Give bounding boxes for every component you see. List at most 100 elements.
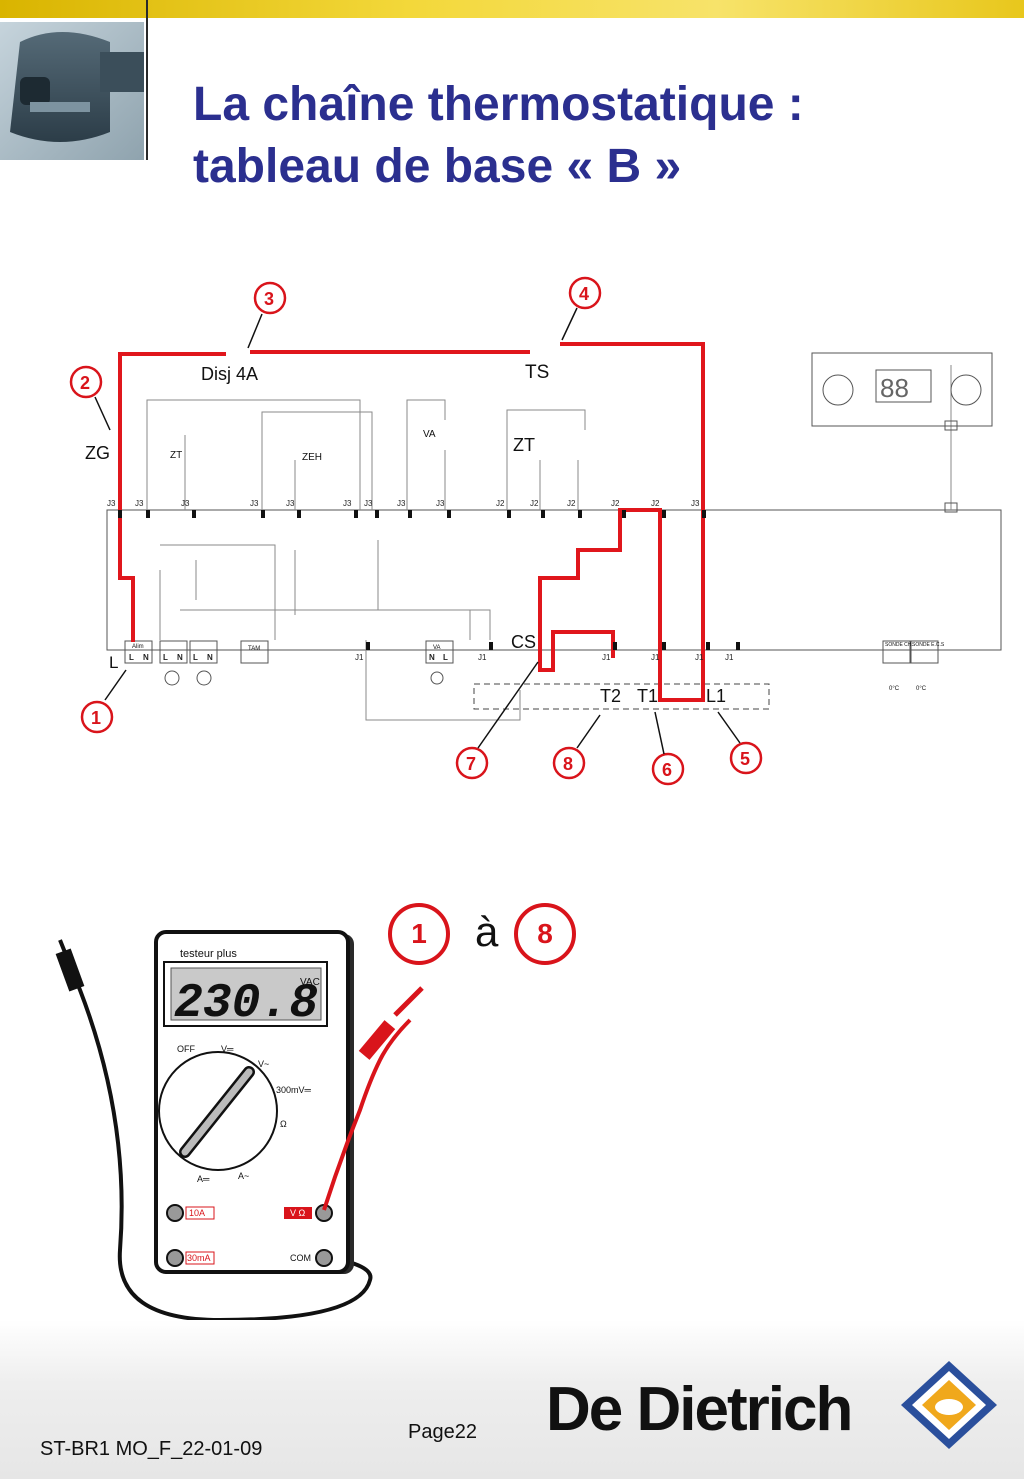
- label-va-connector: VA: [433, 645, 441, 651]
- connector-bottom-label: J1: [602, 653, 611, 662]
- callout-1: 1: [80, 669, 127, 734]
- footer-band: [0, 1320, 1024, 1479]
- label-alim: Alim: [132, 644, 144, 650]
- svg-text:COM: COM: [290, 1253, 311, 1263]
- label-disj: Disj 4A: [201, 364, 258, 384]
- socket-com[interactable]: [315, 1249, 333, 1267]
- svg-text:4: 4: [579, 284, 589, 304]
- label-l: L: [109, 653, 118, 672]
- connector-top-label: J3: [250, 499, 259, 508]
- connector-top-pin: [297, 510, 301, 518]
- connector-top-label: J3: [135, 499, 144, 508]
- connector-top-pin: [578, 510, 582, 518]
- label-tam: TAM: [248, 646, 260, 652]
- connector-top-label: J3: [364, 499, 373, 508]
- connector-top-label: J3: [107, 499, 116, 508]
- connector-bottom-pin: [489, 642, 493, 650]
- connector-bottom-label: J1: [355, 653, 364, 662]
- label-va: VA: [423, 429, 436, 440]
- connector-top-pin: [408, 510, 412, 518]
- callout-8: 8: [552, 714, 601, 780]
- connector-top-label: J3: [436, 499, 445, 508]
- label-zg: ZG: [85, 443, 110, 463]
- burner-product-image: [0, 22, 144, 160]
- display-digits: 88: [880, 373, 909, 403]
- svg-text:7: 7: [466, 754, 476, 774]
- page-title: La chaîne thermostatique : tableau de ba…: [193, 74, 1013, 198]
- connector-top-pin: [662, 510, 666, 518]
- label-ts: TS: [525, 362, 549, 383]
- svg-text:2: 2: [80, 373, 90, 393]
- callout-3: 3: [247, 281, 287, 349]
- terminal-label: L: [129, 653, 134, 662]
- de-dietrich-logo: De Dietrich: [546, 1361, 997, 1449]
- connector-top-label: J2: [496, 499, 505, 508]
- socket-30ma[interactable]: [166, 1249, 184, 1267]
- label-zt-right: ZT: [513, 435, 535, 455]
- terminal-label: N: [207, 653, 213, 662]
- connector-top-pin: [192, 510, 196, 518]
- range-word: à: [475, 908, 499, 955]
- svg-text:10A: 10A: [189, 1208, 205, 1218]
- terminal-label: N: [429, 653, 435, 662]
- connector-bottom-pin: [706, 642, 710, 650]
- wiring-diagram: Disj 4A TS ZG ZT ZT ZEH VA CS T2 T1 L1 L…: [69, 276, 1002, 786]
- connector-top-pin: [146, 510, 150, 518]
- socket-10a[interactable]: [166, 1204, 184, 1222]
- dial-v-dc: V═: [221, 1044, 234, 1054]
- connector-top-pin: [375, 510, 379, 518]
- connector-top-label: J2: [530, 499, 539, 508]
- dial-ohm: Ω: [280, 1119, 287, 1129]
- connector-top-label: J3: [181, 499, 190, 508]
- meter-reading: 230.8: [174, 977, 318, 1031]
- title-line-2: tableau de base « B »: [193, 140, 682, 193]
- meter-unit: VAC: [300, 977, 320, 988]
- svg-text:1: 1: [91, 708, 101, 728]
- label-t1: T1: [637, 686, 658, 706]
- svg-text:30mA: 30mA: [187, 1253, 211, 1263]
- connector-top-pin: [118, 510, 122, 518]
- connector-bottom-pin: [613, 642, 617, 650]
- meter-brand: testeur plus: [180, 948, 237, 960]
- header-divider: [146, 0, 148, 160]
- callout-5: 5: [717, 711, 763, 775]
- title-line-1: La chaîne thermostatique :: [193, 78, 804, 131]
- connector-bottom-label: J1: [725, 653, 734, 662]
- display-module: [811, 352, 993, 427]
- page-number: Page22: [408, 1421, 477, 1443]
- label-zt-left: ZT: [170, 450, 182, 461]
- callout-4: 4: [561, 276, 602, 341]
- svg-text:V Ω: V Ω: [290, 1208, 306, 1218]
- connector-top-label: J2: [651, 499, 660, 508]
- connector-top-pin: [541, 510, 545, 518]
- connector-bottom-pin: [662, 642, 666, 650]
- connector-top-label: J2: [567, 499, 576, 508]
- connector-bottom-pin: [366, 642, 370, 650]
- connector-top-pin: [622, 510, 626, 518]
- label-sonde-ecs: SONDE E.C.S: [912, 642, 945, 648]
- callout-6: 6: [651, 711, 685, 786]
- dial-a-dc: A═: [197, 1174, 210, 1184]
- connector-top-pin: [261, 510, 265, 518]
- range-start-badge: 1: [388, 903, 450, 965]
- connector-top-label: J2: [611, 499, 620, 508]
- document-reference: ST-BR1 MO_F_22-01-09: [40, 1438, 263, 1460]
- multimeter: testeur plus 230.8 VAC OFF V═ V~ 300mV═ …: [55, 930, 424, 1323]
- label-sonde-ch: SONDE CH.: [885, 642, 913, 648]
- terminal-label: L: [193, 653, 198, 662]
- terminal-label: L: [443, 653, 448, 662]
- label-zero-c-1: 0°C: [889, 686, 900, 692]
- dial-v-ac: V~: [258, 1059, 269, 1069]
- svg-text:6: 6: [662, 760, 672, 780]
- connector-bottom-label: J1: [695, 653, 704, 662]
- label-zeh: ZEH: [302, 452, 322, 463]
- svg-text:8: 8: [563, 754, 573, 774]
- connector-top-label: J3: [343, 499, 352, 508]
- label-t2: T2: [600, 686, 621, 706]
- label-zero-c-2: 0°C: [916, 686, 927, 692]
- callout-7: 7: [455, 661, 539, 780]
- connector-bottom-pin: [736, 642, 740, 650]
- connector-top-label: J3: [397, 499, 406, 508]
- dial-off: OFF: [177, 1044, 195, 1054]
- label-l1: L1: [706, 686, 726, 706]
